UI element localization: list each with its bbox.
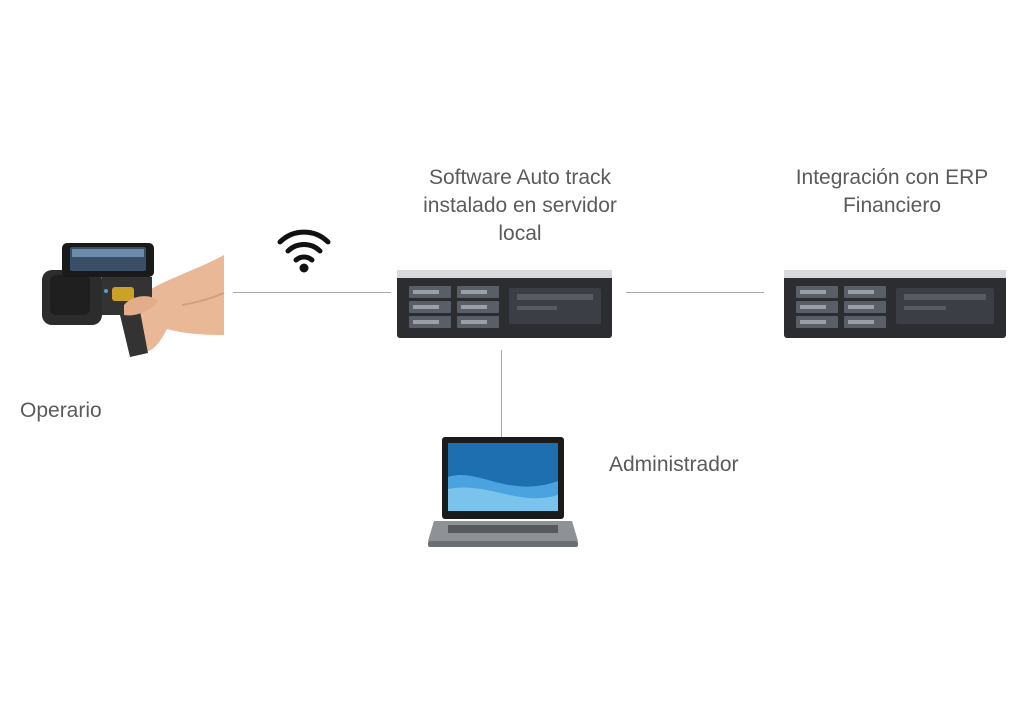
- local-server-label: Software Auto track instalado en servido…: [390, 164, 650, 248]
- local-server-label-line1: Software Auto track: [428, 166, 612, 189]
- administrator-laptop: [428, 437, 578, 549]
- local-server: [397, 270, 612, 338]
- erp-server: [784, 270, 1006, 338]
- operator-label: Operario: [20, 399, 102, 422]
- erp-connection-line: [626, 292, 764, 293]
- erp-server-label-line2: Financiero: [842, 194, 942, 217]
- operator-scanner-image: [32, 225, 225, 365]
- laptop-icon: [428, 437, 578, 547]
- wireless-connection-line: [233, 292, 391, 293]
- rfid-handheld-scanner-icon: [42, 243, 225, 357]
- admin-connection-line: [501, 350, 502, 438]
- rack-server-icon: [397, 270, 612, 338]
- local-server-label-line2: instalado en servidor: [423, 194, 617, 217]
- rack-server-icon: [784, 270, 1006, 338]
- local-server-label-line3: local: [498, 222, 542, 245]
- erp-server-label-line1: Integración con ERP: [795, 166, 989, 189]
- wifi-icon: [276, 224, 332, 276]
- erp-server-label: Integración con ERP Financiero: [770, 164, 1014, 220]
- administrator-label: Administrador: [609, 453, 739, 476]
